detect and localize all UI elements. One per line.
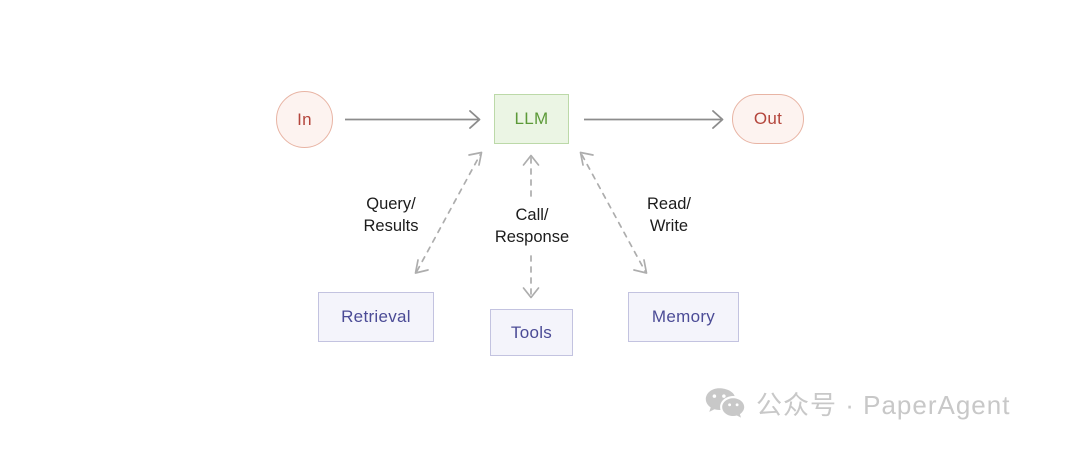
node-input[interactable]: In (276, 91, 333, 148)
edge-llm-to-out (584, 110, 724, 129)
node-output-label: Out (753, 109, 783, 128)
edge-label-call-line1: Call/ (515, 206, 549, 224)
edge-label-query-line2: Results (363, 217, 419, 235)
node-tools[interactable]: Tools (490, 309, 573, 356)
edge-label-read-write: Read/ Write (633, 193, 705, 237)
wechat-icon (705, 387, 745, 418)
node-tools-label: Tools (510, 322, 553, 342)
edge-label-read-line2: Write (649, 217, 689, 235)
node-llm-label: LLM (514, 109, 549, 128)
edge-label-call-response: Call/ Response (485, 204, 579, 248)
node-memory[interactable]: Memory (628, 292, 739, 342)
node-input-label: In (297, 109, 312, 129)
edge-in-to-llm (345, 110, 481, 129)
edge-label-query-results: Query/ Results (348, 193, 434, 237)
node-output[interactable]: Out (732, 94, 804, 144)
node-llm[interactable]: LLM (494, 94, 569, 144)
edge-label-read-line1: Read/ (646, 195, 692, 213)
node-retrieval[interactable]: Retrieval (318, 292, 434, 342)
watermark: 公众号 · PaperAgent (705, 385, 1010, 422)
node-memory-label: Memory (651, 307, 716, 326)
edge-label-call-line2: Response (494, 228, 570, 246)
watermark-text: 公众号 · PaperAgent (756, 390, 1011, 420)
edge-label-query-line1: Query/ (366, 195, 416, 213)
node-retrieval-label: Retrieval (341, 307, 411, 326)
